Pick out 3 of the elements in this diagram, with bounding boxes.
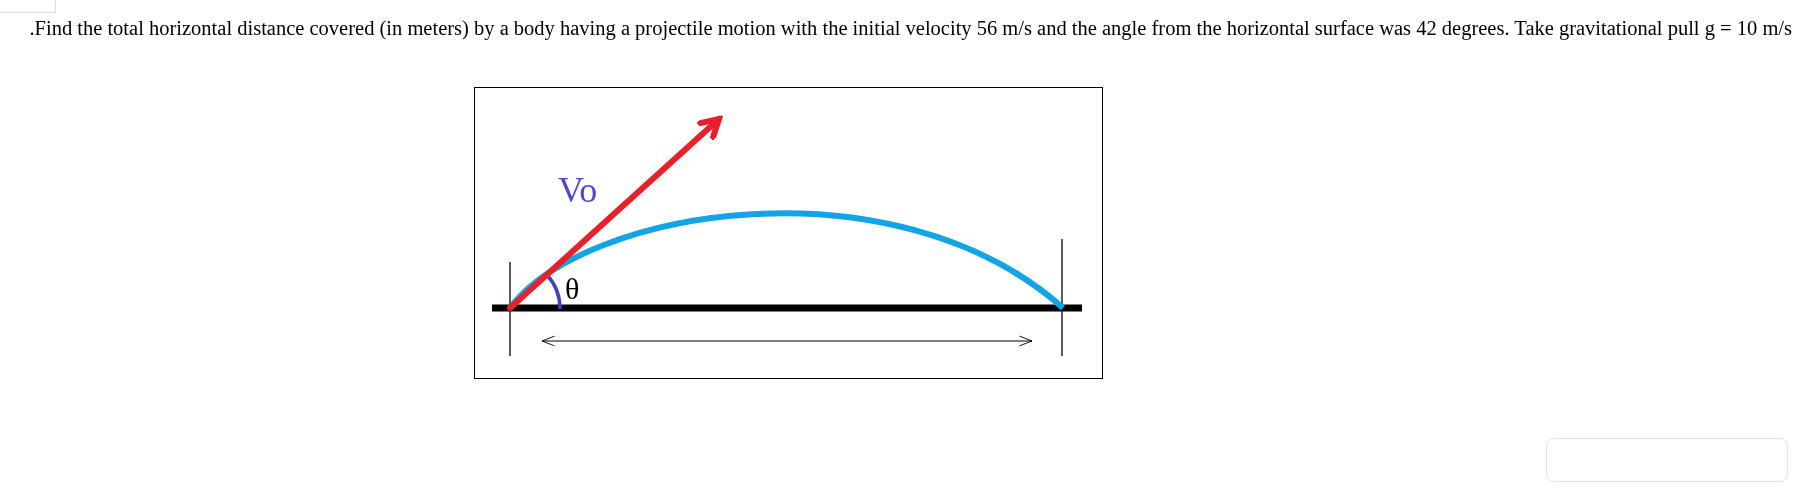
angle-label: θ [565, 274, 580, 304]
velocity-label: Vo [558, 172, 598, 208]
question-text: Find the total horizontal distance covered (in meters) by a body having a projectile motion with the initial velocity 56 m/s and the angle from the horizontal surface was 42 degrees. Take gravitational pull g = 10 m/s. [28, 16, 1792, 42]
